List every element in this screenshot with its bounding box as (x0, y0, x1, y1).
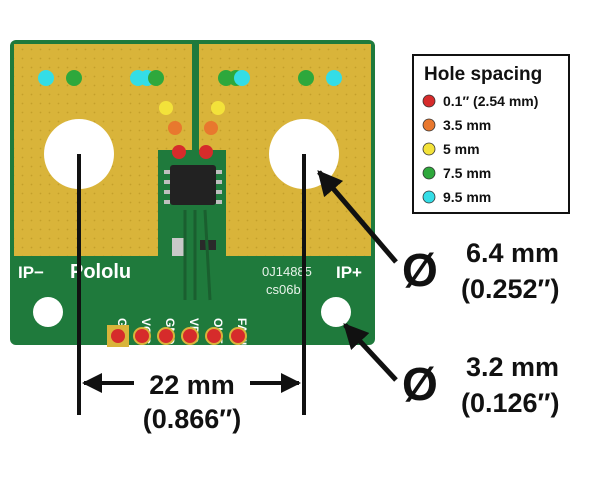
small-hole-right (321, 297, 351, 327)
chip-pins (164, 170, 222, 204)
legend-item: 0.1″ (2.54 mm) (422, 93, 538, 109)
large-hole-symbol: Ø (402, 244, 438, 296)
small-hole-leader (343, 323, 398, 382)
terminal-right-label: IP+ (336, 263, 362, 282)
legend-swatch-2 (422, 142, 436, 156)
small-hole-symbol: Ø (402, 358, 438, 410)
hole-group-top-center-right (218, 70, 250, 86)
large-hole-leader (317, 170, 398, 264)
board-code-2: cs06b (266, 282, 301, 297)
sensor-chip (170, 165, 216, 205)
board-code-1: 0J14885 (262, 264, 312, 279)
hole-diagonal-left (159, 101, 186, 159)
hole-group-top-right (298, 70, 342, 86)
pad-right (199, 44, 371, 256)
legend-label-2: 5 mm (443, 141, 480, 157)
traces (183, 209, 212, 301)
board-brand: Pololu (70, 261, 131, 283)
terminal-left-label: IP− (18, 263, 44, 282)
small-hole-metric: 3.2 mm (466, 352, 559, 382)
legend-swatch-0 (422, 94, 436, 108)
legend-label-4: 9.5 mm (443, 189, 491, 205)
hole-spacing-legend: Hole spacing 0.1″ (2.54 mm) 3.5 mm 5 mm … (412, 54, 570, 214)
legend-title: Hole spacing (424, 64, 542, 85)
legend-label-0: 0.1″ (2.54 mm) (443, 93, 538, 109)
legend-box (412, 54, 570, 214)
spacing-metric: 22 mm (149, 370, 235, 400)
legend-item: 7.5 mm (422, 165, 491, 181)
large-hole-imperial: (0.252″) (461, 274, 559, 304)
capacitor (172, 238, 184, 256)
legend-swatch-1 (422, 118, 436, 132)
hole-diagonal-right (199, 101, 225, 159)
legend-label-3: 7.5 mm (443, 165, 491, 181)
legend-swatch-3 (422, 166, 436, 180)
legend-item: 3.5 mm (422, 117, 491, 133)
hole-group-top-left (38, 70, 82, 86)
legend-swatch-4 (422, 190, 436, 204)
board-gap (192, 44, 199, 154)
small-hole-imperial: (0.126″) (461, 388, 559, 418)
small-hole-left (33, 297, 63, 327)
large-hole-metric: 6.4 mm (466, 238, 559, 268)
legend-label-1: 3.5 mm (443, 117, 491, 133)
pin-header-holes (107, 325, 247, 347)
hole-group-top-center-left (130, 70, 164, 86)
legend-item: 9.5 mm (422, 189, 491, 205)
legend-item: 5 mm (422, 141, 480, 157)
spacing-imperial: (0.866″) (143, 404, 241, 434)
